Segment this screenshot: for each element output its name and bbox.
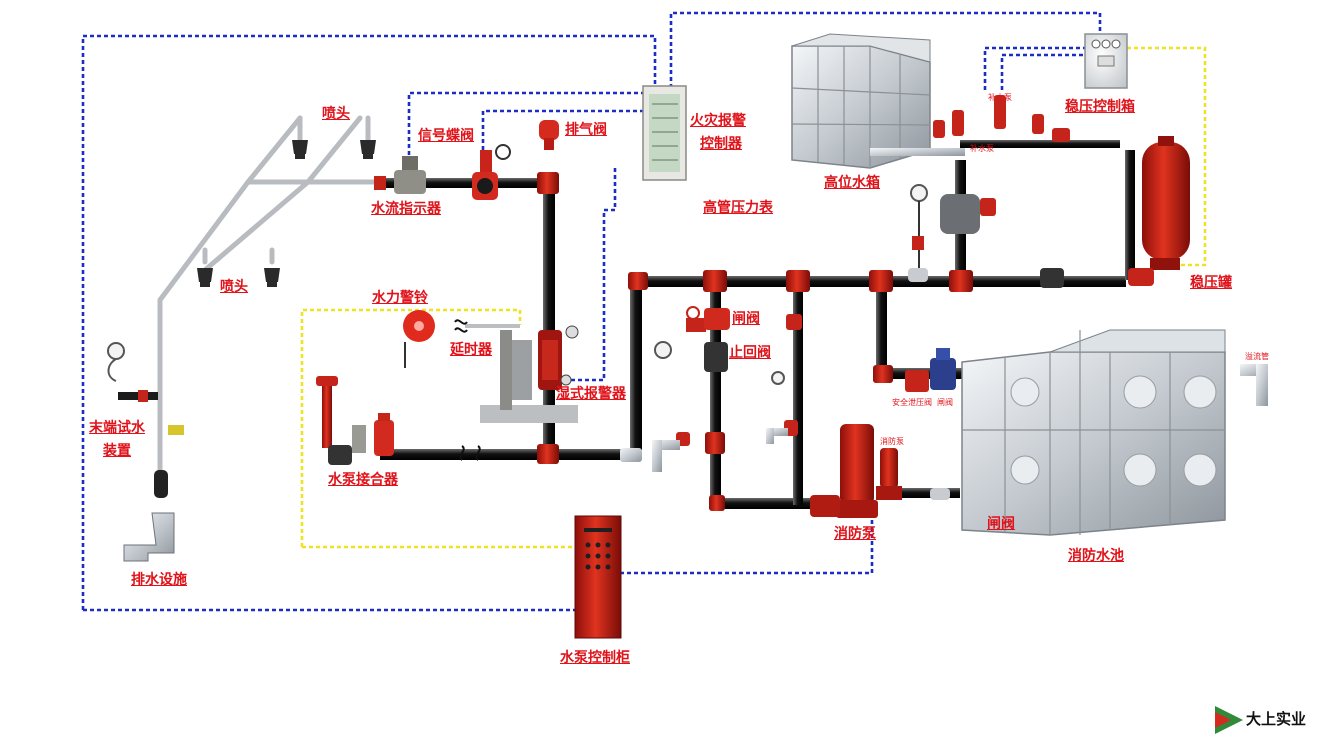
sprinkler-head-icon [197, 140, 376, 287]
label-booster-pump-1: 补水泵 [988, 93, 1012, 102]
label-gate-valve-1: 闸阀 [732, 311, 760, 327]
label-check-valve: 止回阀 [729, 345, 771, 361]
wet-alarm-valve-icon [465, 324, 579, 423]
label-fire-pump-small: 消防泵 [880, 437, 904, 446]
fire-pool-tank-icon [961, 329, 1226, 536]
label-fire-pump: 消防泵 [834, 526, 876, 542]
exhaust-valve-icon [539, 120, 559, 150]
gate-valve-icon [686, 306, 730, 332]
label-fire-alarm-controller-1: 火灾报警 [690, 113, 746, 129]
pressure-control-box-icon [1084, 33, 1128, 89]
drain-facility-icon [123, 512, 175, 562]
label-pressure-control-box: 稳压控制箱 [1065, 99, 1135, 115]
water-flow-indicator-icon [374, 156, 426, 194]
label-end-test-device-1: 末端试水 [89, 420, 145, 436]
fire-pump-icon [810, 424, 902, 518]
label-high-water-tank: 高位水箱 [824, 175, 880, 191]
label-gate-valve-2: 闸阀 [987, 516, 1015, 532]
fire-alarm-controller-icon [642, 85, 687, 181]
label-fire-pool: 消防水池 [1068, 548, 1124, 564]
label-fire-alarm-controller-2: 控制器 [700, 136, 742, 152]
pump-control-cabinet-icon [574, 515, 622, 639]
inline-meter-icon [908, 268, 950, 500]
high-water-tank-icon [791, 33, 965, 169]
pump-connector-icon [316, 376, 394, 465]
signal-butterfly-valve-icon [472, 144, 511, 200]
pressure-tank-icon [1040, 136, 1190, 288]
label-water-bell: 水力警铃 [372, 290, 428, 306]
label-pump-connector: 水泵接合器 [328, 472, 398, 488]
water-bell-icon [403, 310, 435, 368]
delay-device-icon [454, 319, 468, 333]
label-booster-pump-2: 补水泵 [970, 144, 994, 153]
safety-relief-valve-icon [930, 348, 956, 390]
check-valve-icon [704, 342, 728, 372]
pressure-gauge-icon [654, 184, 928, 385]
brand-logo: 大上实业 [1246, 708, 1306, 729]
label-sprinkler-bottom: 喷头 [220, 279, 248, 295]
high-tank-valves [933, 95, 1070, 234]
label-delay-device: 延时器 [450, 342, 492, 358]
end-test-device-icon [107, 342, 184, 498]
label-exhaust-valve: 排气阀 [565, 122, 607, 138]
label-water-flow-indicator: 水流指示器 [371, 201, 441, 217]
label-safety-relief-valve: 安全泄压阀 [892, 398, 932, 407]
label-gate-valve-small: 闸阀 [937, 398, 953, 407]
label-high-pressure-gauge: 高管压力表 [703, 200, 773, 216]
label-signal-butterfly-valve: 信号蝶阀 [418, 128, 474, 144]
label-wet-alarm-valve: 湿式报警器 [556, 386, 626, 402]
brand-logo-icon [1215, 706, 1243, 734]
label-pressure-tank: 稳压罐 [1190, 275, 1232, 291]
sprinkler-branch-pipes [157, 115, 381, 473]
label-drain-facility: 排水设施 [131, 572, 187, 588]
label-sprinkler-top: 喷头 [322, 106, 350, 122]
label-end-test-device-2: 装置 [103, 443, 131, 459]
label-overflow-pipe: 溢流管 [1245, 352, 1269, 361]
pipe-fittings [537, 172, 973, 511]
pipe-stubs-steel [620, 364, 1268, 472]
label-pump-control-cabinet: 水泵控制柜 [560, 650, 630, 666]
signal-lines-blue [81, 11, 1102, 612]
pipe-break-icon [459, 445, 481, 461]
signal-lines-yellow [300, 46, 1207, 549]
brand-name: 大上实业 [1246, 710, 1307, 728]
